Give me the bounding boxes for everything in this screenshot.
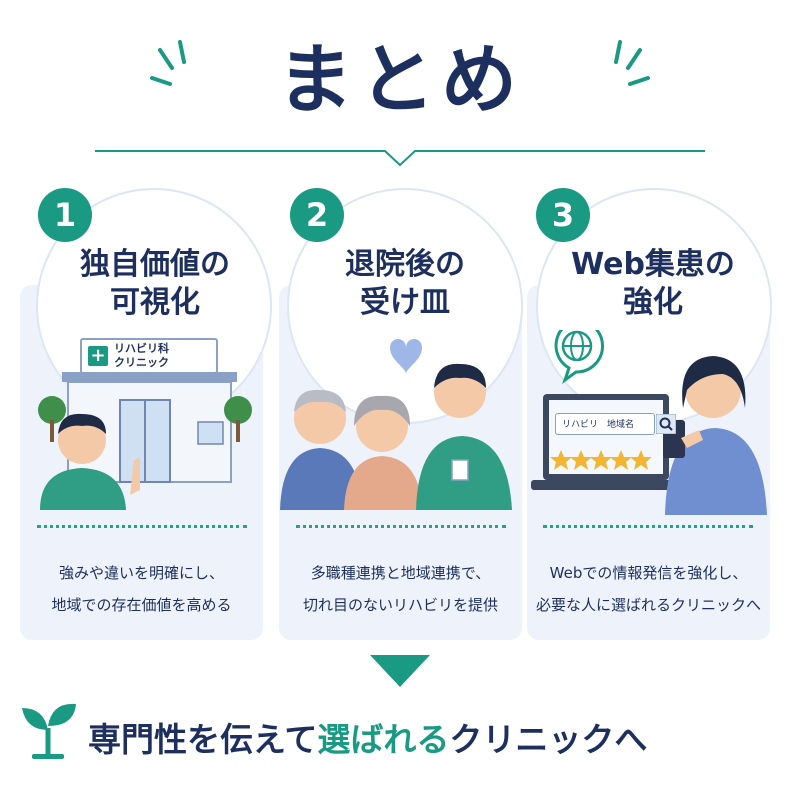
card-1-title-line-1: 独自価値の	[80, 247, 230, 282]
card-3-divider	[543, 525, 753, 528]
card-3-title: Web集患の 強化	[533, 246, 773, 322]
page-title: まとめ	[277, 35, 523, 124]
conclusion-highlight: 選ばれる	[317, 720, 450, 759]
five-star-rating	[550, 450, 652, 470]
clinic-sign-line-2: クリニック	[114, 356, 169, 369]
conclusion-part-2: クリニックへ	[449, 720, 648, 759]
clinic-illustration	[38, 372, 252, 510]
card-2-number-badge: 2	[290, 188, 344, 242]
card-1-desc-line-1: 強みや違いを明確にし、	[58, 564, 224, 582]
down-arrow-icon	[370, 655, 430, 687]
card-2-desc-line-1: 多職種連携と地域連携で、	[310, 564, 491, 582]
card-2-description: 多職種連携と地域連携で、 切れ目のないリハビリを提供	[279, 557, 522, 621]
conclusion-message: 専門性を伝えて選ばれるクリニックへ	[88, 713, 647, 761]
card-1-number-badge: 1	[38, 188, 92, 242]
sparkle-left-icon	[150, 40, 186, 86]
card-3-desc-line-2: 必要な人に選ばれるクリニックへ	[535, 596, 761, 614]
card-3-title-line-1: Web集患の	[571, 247, 735, 282]
card-1-title: 独自価値の 可視化	[35, 246, 275, 322]
card-3-title-line-2: 強化	[623, 285, 683, 320]
sprout-icon	[22, 703, 76, 759]
card-2-divider	[296, 525, 506, 528]
card-2-title-line-2: 受け皿	[360, 285, 450, 320]
title-divider	[95, 150, 705, 167]
conclusion-part-1: 専門性を伝えて	[88, 720, 318, 759]
search-input[interactable]: リハビリ 地域名	[555, 413, 655, 435]
card-1-desc-line-2: 地域での存在価値を高める	[51, 596, 232, 614]
card-2-title: 退院後の 受け皿	[285, 246, 525, 322]
clinic-sign-line-1: リハビリ科	[114, 342, 169, 355]
heart-icon	[390, 339, 422, 374]
card-3-desc-line-1: Webでの情報発信を強化し、	[549, 564, 748, 582]
care-team-illustration	[280, 339, 512, 510]
medical-cross-icon: +	[88, 346, 108, 366]
card-2-title-line-1: 退院後の	[345, 247, 465, 282]
card-1-description: 強みや違いを明確にし、 地域での存在価値を高める	[20, 557, 263, 621]
card-1-title-line-2: 可視化	[110, 285, 200, 320]
card-3-description: Webでの情報発信を強化し、 必要な人に選ばれるクリニックへ	[527, 557, 770, 621]
card-3-number-badge: 3	[536, 188, 590, 242]
card-1-divider	[37, 525, 247, 528]
card-2-desc-line-2: 切れ目のないリハビリを提供	[302, 596, 498, 614]
search-icon[interactable]	[656, 414, 676, 434]
sparkle-right-icon	[614, 40, 650, 86]
clinic-sign: + リハビリ科 クリニック	[80, 338, 218, 374]
globe-chat-bubble-icon	[554, 330, 604, 384]
